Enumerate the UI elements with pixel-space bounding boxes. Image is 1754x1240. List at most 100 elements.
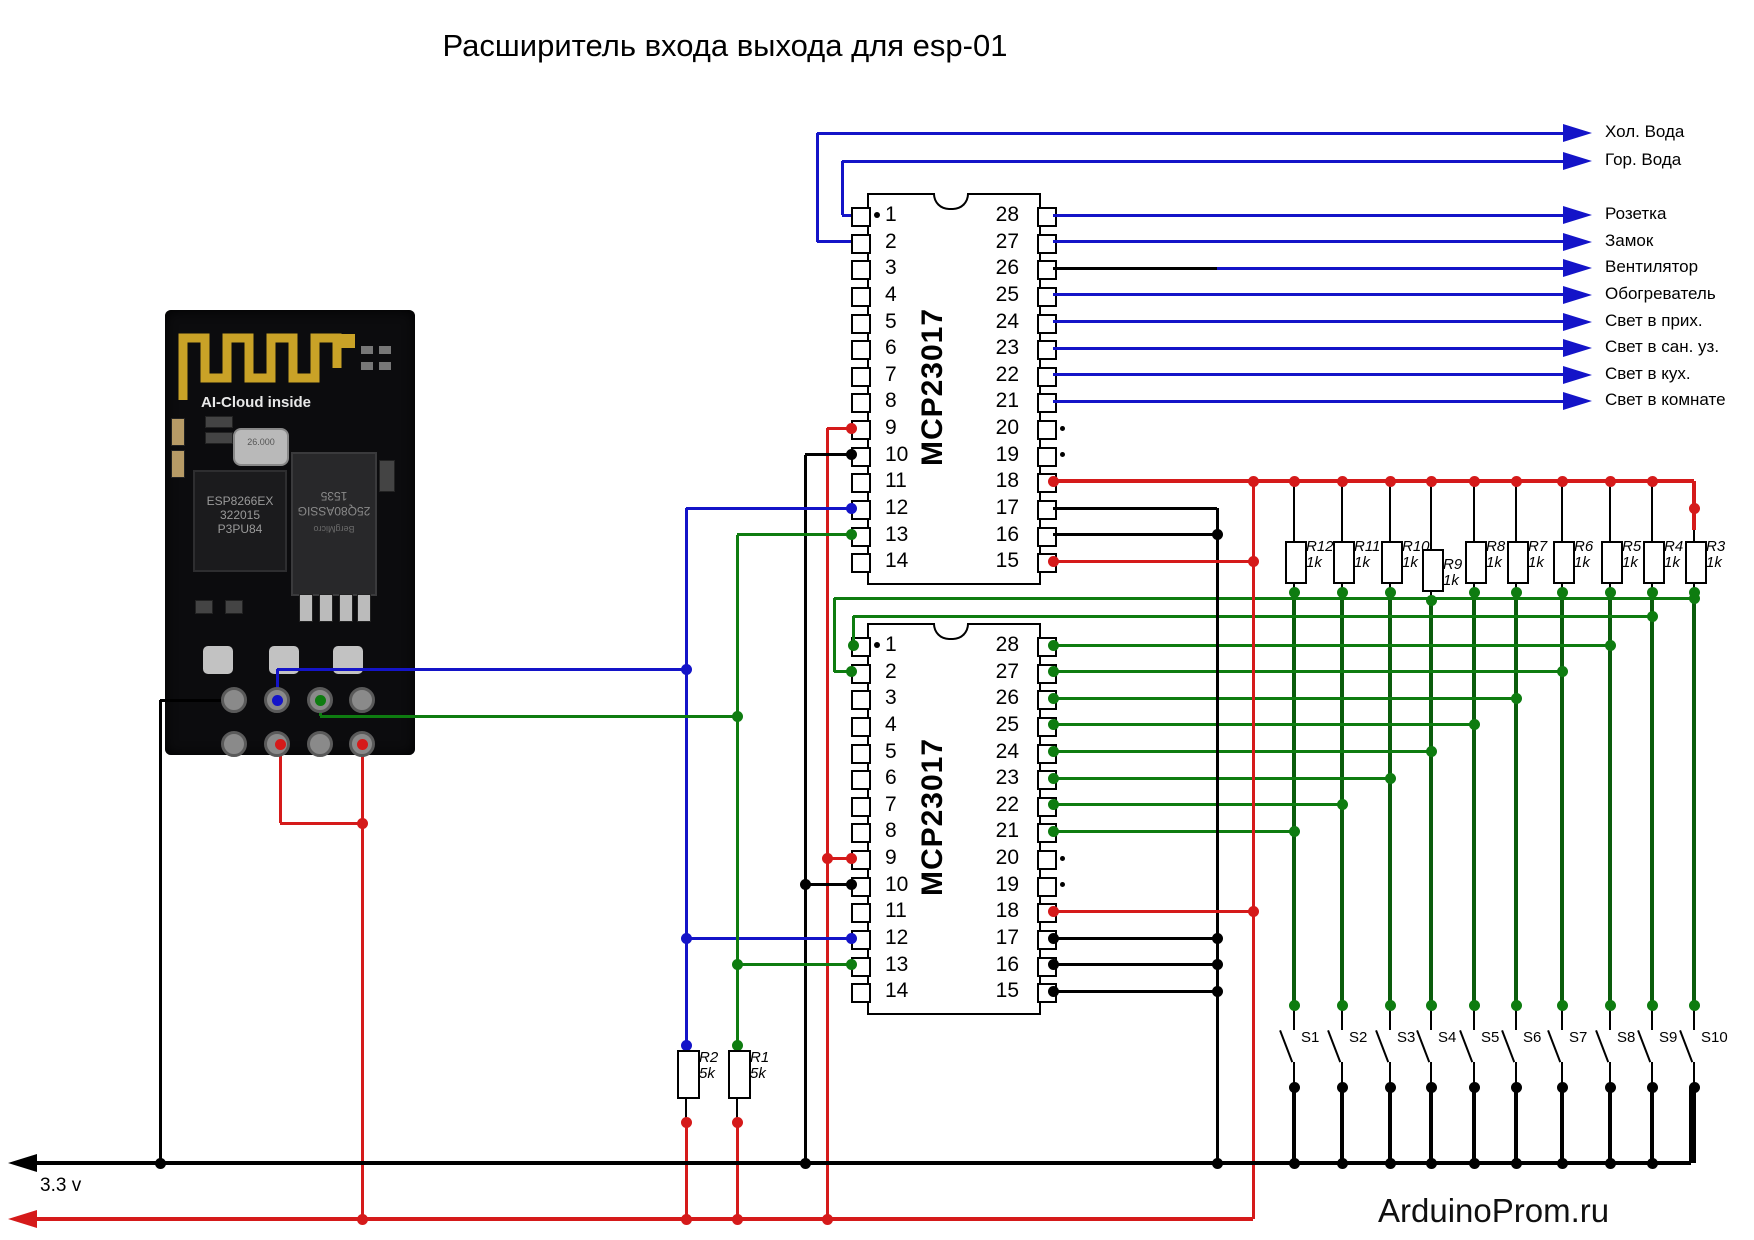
power-rail	[30, 1217, 1253, 1221]
switch-label: S1	[1301, 1029, 1320, 1046]
wire	[1053, 213, 1563, 217]
pin-number: 12	[885, 926, 909, 950]
switch-lever	[1327, 1030, 1342, 1063]
pin-number: 7	[885, 792, 897, 816]
output-arrow-icon	[1563, 124, 1592, 142]
pin-number: 19	[995, 442, 1019, 466]
switch-lead	[1430, 1005, 1432, 1030]
junction-dot	[1646, 586, 1658, 598]
switch-top-contact	[1288, 999, 1300, 1011]
switch-lead	[1693, 1062, 1695, 1087]
pin-number: 10	[885, 872, 909, 896]
pin-number: 21	[995, 819, 1019, 843]
wire	[1053, 909, 1253, 913]
output-arrow-icon	[1563, 259, 1592, 278]
junction-dot	[1604, 586, 1616, 598]
pin-number: 4	[885, 712, 897, 736]
output-label: Хол. Вода	[1605, 122, 1685, 141]
junction-dot	[1247, 555, 1259, 567]
esp-pad	[307, 731, 333, 757]
esp-pad	[221, 687, 247, 713]
rail-arrow-icon	[8, 1154, 37, 1172]
resistor-lead	[1341, 580, 1343, 592]
junction-dot	[314, 694, 326, 706]
pin-box	[1037, 526, 1057, 547]
wire	[1053, 989, 1217, 993]
switch-lead	[1430, 1062, 1432, 1087]
wire	[1053, 266, 1563, 270]
junction-dot	[1688, 592, 1700, 604]
resistor-lead	[1473, 580, 1475, 592]
pin-number: 19	[995, 872, 1019, 896]
junction-dot	[1384, 586, 1396, 598]
pin-number: 22	[995, 792, 1019, 816]
wire	[1053, 240, 1563, 244]
junction-dot	[1688, 502, 1700, 514]
resistor-lead	[1609, 580, 1611, 592]
pin-number: 13	[885, 522, 909, 546]
junction-dot	[356, 817, 368, 829]
wire	[1053, 723, 1474, 727]
junction-dot	[1047, 825, 1059, 837]
pin-number: 22	[995, 362, 1019, 386]
power-rail-label: 3.3 v	[40, 1175, 82, 1196]
junction-dot	[1425, 746, 1437, 758]
wire	[1215, 508, 1219, 1163]
wire	[1053, 373, 1563, 377]
wire	[1053, 670, 1562, 674]
output-label: Свет в прих.	[1605, 310, 1703, 330]
switch-lead	[1340, 1087, 1344, 1163]
switch-bottom-contact	[1425, 1081, 1437, 1093]
junction-dot	[1604, 639, 1616, 651]
pin-number: 24	[995, 309, 1019, 333]
junction-dot	[1247, 475, 1259, 487]
switch-lead	[1389, 1005, 1391, 1030]
switch-lever	[1375, 1030, 1390, 1063]
output-arrow-icon	[1563, 392, 1592, 411]
junction-dot	[1288, 586, 1300, 598]
switch-label: S7	[1569, 1029, 1588, 1046]
switch-lead	[1388, 1087, 1392, 1163]
switch-lead	[1473, 1005, 1475, 1030]
switch-lead	[1514, 1087, 1518, 1163]
junction-dot	[847, 639, 859, 651]
pin-number: 21	[995, 389, 1019, 413]
switch-bottom-contact	[1556, 1081, 1568, 1093]
switch-label: S10	[1701, 1029, 1728, 1046]
junction-dot	[680, 1039, 692, 1051]
pin-number: 27	[995, 659, 1019, 683]
output-label: Свет в кух.	[1605, 363, 1691, 383]
pin-number: 11	[885, 899, 907, 923]
pin-number: 23	[995, 336, 1019, 360]
switch-bottom-contact	[1288, 1081, 1300, 1093]
switch-lead	[1561, 1005, 1563, 1030]
switch-top-contact	[1688, 999, 1700, 1011]
watermark: ArduinoProm.ru	[1378, 1192, 1610, 1229]
pin-box	[1037, 420, 1057, 441]
switch-lever	[1637, 1030, 1652, 1063]
wire	[1053, 750, 1431, 754]
junction-dot	[1047, 799, 1059, 811]
junction-dot	[1384, 475, 1396, 487]
junction-dot	[1384, 772, 1396, 784]
esp-pad	[349, 687, 375, 713]
pin-number: 1	[885, 633, 897, 656]
esp-chip-label: P3PU84	[217, 522, 263, 536]
flash-chip-label: 1535	[320, 489, 348, 503]
output-label: Обогреватель	[1605, 283, 1716, 303]
pin-box	[851, 796, 871, 817]
resistor-lead	[1473, 481, 1475, 541]
switch-top-contact	[1556, 999, 1568, 1011]
wire	[1053, 533, 1217, 537]
pin-number: 16	[995, 522, 1019, 546]
pin-box	[1037, 876, 1057, 897]
resistor-body	[1507, 541, 1529, 584]
wire	[735, 534, 739, 1050]
switch-top-contact	[1425, 999, 1437, 1011]
junction-dot	[1211, 959, 1223, 971]
junction-dot	[1510, 1157, 1522, 1169]
junction-dot	[731, 1213, 743, 1225]
